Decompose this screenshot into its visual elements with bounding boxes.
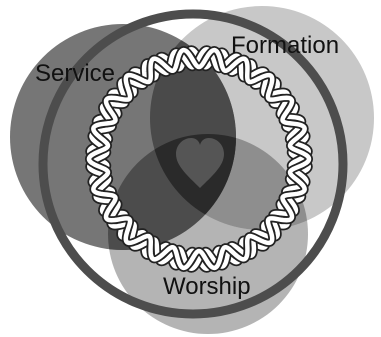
worship-label: Worship <box>163 275 251 299</box>
service-label: Service <box>35 62 115 86</box>
formation-label: Formation <box>231 34 339 58</box>
